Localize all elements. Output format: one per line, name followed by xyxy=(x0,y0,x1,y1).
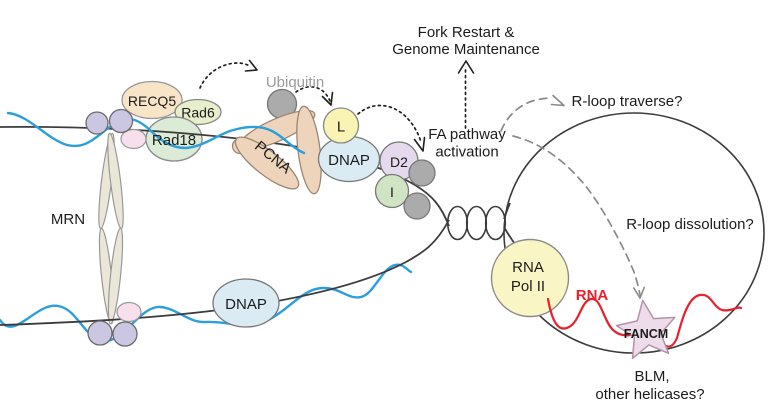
arrowhead xyxy=(457,60,475,74)
rna-pol-label-line2: Pol II xyxy=(511,278,545,295)
arrowhead xyxy=(550,94,565,107)
arrow-rad6-to-ubiquitin xyxy=(199,62,251,89)
recq5-label: RECQ5 xyxy=(128,93,176,109)
mrn-pink-subunit-bottom xyxy=(116,301,142,323)
mrn-head-bottom xyxy=(112,321,138,347)
mrn-pink-subunit-top xyxy=(120,128,147,150)
arrow-rloop-traverse xyxy=(500,97,553,132)
arrowhead xyxy=(321,91,334,106)
pcna-subunit xyxy=(234,136,300,190)
mrn-complex-arms xyxy=(98,132,124,325)
arrow-rloop-dissolution xyxy=(512,135,641,296)
mrn-head-top xyxy=(85,111,109,135)
mrn-head-top xyxy=(108,108,134,134)
blm-label-line1: BLM, xyxy=(634,368,669,385)
mrn-complex-heads xyxy=(85,108,147,347)
rna-pol-label-line1: RNA xyxy=(512,259,544,276)
arrowhead xyxy=(244,59,258,72)
nascent-strand-top xyxy=(6,111,306,155)
arrowhead xyxy=(413,136,426,152)
hypothesis-arrows xyxy=(500,94,645,299)
rad6-label: Rad6 xyxy=(181,105,215,121)
fanci-label: I xyxy=(390,184,394,200)
nascent-strand-bottom xyxy=(0,263,413,343)
arrow-l-to-d2 xyxy=(357,104,422,143)
rna-pol-ii-shape xyxy=(490,238,570,318)
mrn-head-bottom xyxy=(87,320,113,346)
fancl-shape xyxy=(322,107,360,144)
dnap-bottom-label: DNAP xyxy=(225,296,267,313)
coil-loop xyxy=(446,205,469,241)
fancl-label: L xyxy=(337,119,345,136)
ubiquitin-mark-i xyxy=(403,192,431,220)
rad18-label: Rad18 xyxy=(152,132,196,149)
blm-label-line2: other helicases? xyxy=(595,386,704,403)
rad6-shape xyxy=(174,98,222,126)
fancm-shape xyxy=(615,299,676,360)
pcna-clamp xyxy=(231,105,322,195)
dna-strand-bottom xyxy=(0,219,450,326)
coil-loop xyxy=(465,205,488,241)
fork-restart-label-line1: Fork Restart & xyxy=(418,24,515,41)
rloop-dissolution-label: R-loop dissolution? xyxy=(626,216,754,233)
arrow-ubiquitin-to-l xyxy=(295,85,331,102)
fancd2-label: D2 xyxy=(390,154,408,170)
ubiquitination-arrows xyxy=(199,59,475,152)
fancm-label: FANCM xyxy=(624,327,668,341)
rna-label: RNA xyxy=(576,287,609,304)
pcna-subunit xyxy=(296,105,322,195)
arrowhead xyxy=(633,286,645,299)
dnap-bottom-shape xyxy=(212,278,280,328)
coil-exit-upper xyxy=(503,202,511,220)
mrn-arm xyxy=(107,227,124,325)
fa-pathway-label-line1: FA pathway xyxy=(428,126,506,143)
fork-restart-label-line2: Genome Maintenance xyxy=(392,41,540,58)
ubiquitin-label: Ubiquitin xyxy=(266,74,324,91)
recq5-shape xyxy=(121,80,183,120)
ubiquitin-mark-d2 xyxy=(408,159,436,187)
mrn-label: MRN xyxy=(51,211,85,228)
fa-pathway-label-line2: activation xyxy=(435,144,498,161)
dnap-top-label: DNAP xyxy=(328,152,370,169)
fanci-shape xyxy=(374,173,410,209)
coil-loop xyxy=(484,205,507,241)
rloop-traverse-label: R-loop traverse? xyxy=(572,93,683,110)
